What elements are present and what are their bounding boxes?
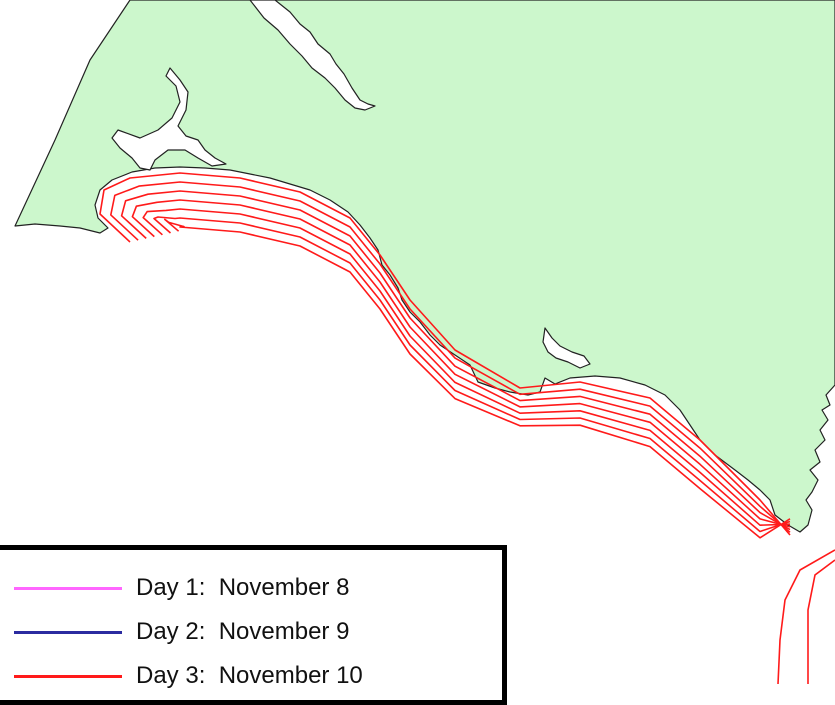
contour-line (131, 199, 791, 528)
inlet-north (249, 0, 376, 111)
contour-line (110, 181, 791, 533)
channel-line-outer (777, 549, 835, 684)
legend-label-day-2: Day 2: November 9 (136, 618, 350, 645)
legend-entry-day-1: Day 1: November 8 (14, 573, 349, 603)
legend-entry-day-2: Day 2: November 9 (14, 617, 349, 647)
contour-lines (99, 172, 791, 539)
contour-line (99, 172, 791, 536)
harbor-channel (777, 549, 835, 684)
legend-label-day-1: Day 1: November 8 (136, 574, 350, 601)
legend-swatch-day-3 (14, 674, 122, 678)
map-canvas (14, 0, 835, 684)
channel-line-inner (807, 559, 835, 684)
legend-swatch-day-1 (14, 586, 122, 590)
legend-entry-day-3: Day 3: November 10 (14, 661, 363, 691)
legend-label-day-3: Day 3: November 10 (136, 662, 363, 689)
legend-swatch-day-2 (14, 630, 122, 634)
contour-line (153, 216, 791, 533)
contour-line (120, 190, 791, 531)
inlet-west (111, 67, 227, 171)
map-legend: Day 1: November 8 Day 2: November 9 Day … (0, 545, 507, 705)
contour-line (164, 218, 791, 539)
contour-line (142, 208, 791, 526)
inlet-east (542, 327, 591, 369)
